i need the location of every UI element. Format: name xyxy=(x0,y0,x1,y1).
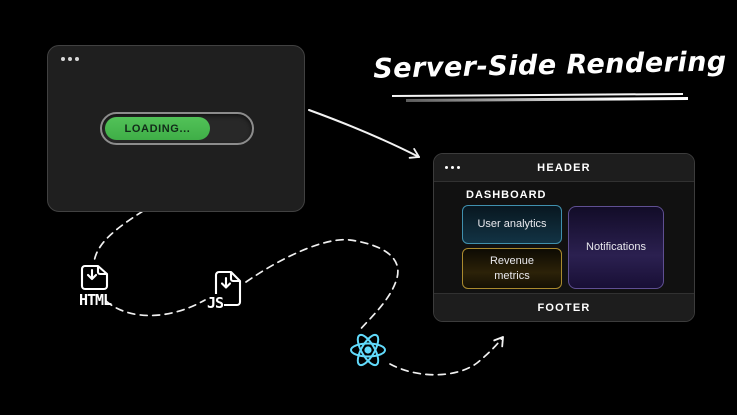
loading-label: LOADING... xyxy=(124,122,191,135)
ssr-footer-bar: FOOTER xyxy=(434,293,694,321)
ssr-header-bar: HEADER xyxy=(434,154,694,182)
solid-arrow-browser-to-ssr xyxy=(308,109,420,159)
window-controls-icon xyxy=(61,57,79,61)
react-logo-icon xyxy=(344,329,392,371)
html-file-icon: HTML xyxy=(71,264,119,309)
dashed-path-html-to-js xyxy=(105,299,206,317)
dashed-path-js-to-react xyxy=(245,238,399,333)
title-underline-secondary xyxy=(405,97,689,102)
page-title: Server-Side Rendering xyxy=(372,46,729,84)
page-title-text: Server-Side Rendering xyxy=(372,46,728,85)
card-user-analytics-label: User analytics xyxy=(477,218,547,231)
dashed-path-browser-to-html xyxy=(93,210,144,264)
card-revenue-metrics-label: Revenue metrics xyxy=(489,255,535,282)
header-label: HEADER xyxy=(537,161,591,174)
window-dot-icon xyxy=(61,57,65,61)
js-file-label: JS xyxy=(206,294,224,312)
js-file-icon: JS xyxy=(206,270,245,313)
ssr-window-body: DASHBOARD User analytics Revenue metrics… xyxy=(434,182,694,293)
loading-progress-fill: LOADING... xyxy=(105,117,210,140)
card-revenue-metrics: Revenue metrics xyxy=(462,248,562,289)
window-dot-icon xyxy=(68,57,72,61)
window-dot-icon xyxy=(75,57,79,61)
html-file-label: HTML xyxy=(78,291,112,309)
window-dot-icon xyxy=(457,166,460,169)
footer-label: FOOTER xyxy=(537,301,591,314)
window-controls-icon xyxy=(445,166,460,169)
card-user-analytics: User analytics xyxy=(462,205,562,244)
loading-progress-track: LOADING... xyxy=(100,112,254,145)
card-notifications-label: Notifications xyxy=(586,241,646,254)
dashed-arrow-react-to-ssr xyxy=(389,336,504,376)
html-document-download-icon xyxy=(80,264,109,291)
window-dot-icon xyxy=(451,166,454,169)
window-dot-icon xyxy=(445,166,448,169)
ssr-result-window: HEADER DASHBOARD User analytics Revenue … xyxy=(433,153,695,322)
dashboard-section-label: DASHBOARD xyxy=(466,189,547,201)
browser-window-loading: LOADING... xyxy=(47,45,305,212)
card-notifications: Notifications xyxy=(568,206,664,289)
